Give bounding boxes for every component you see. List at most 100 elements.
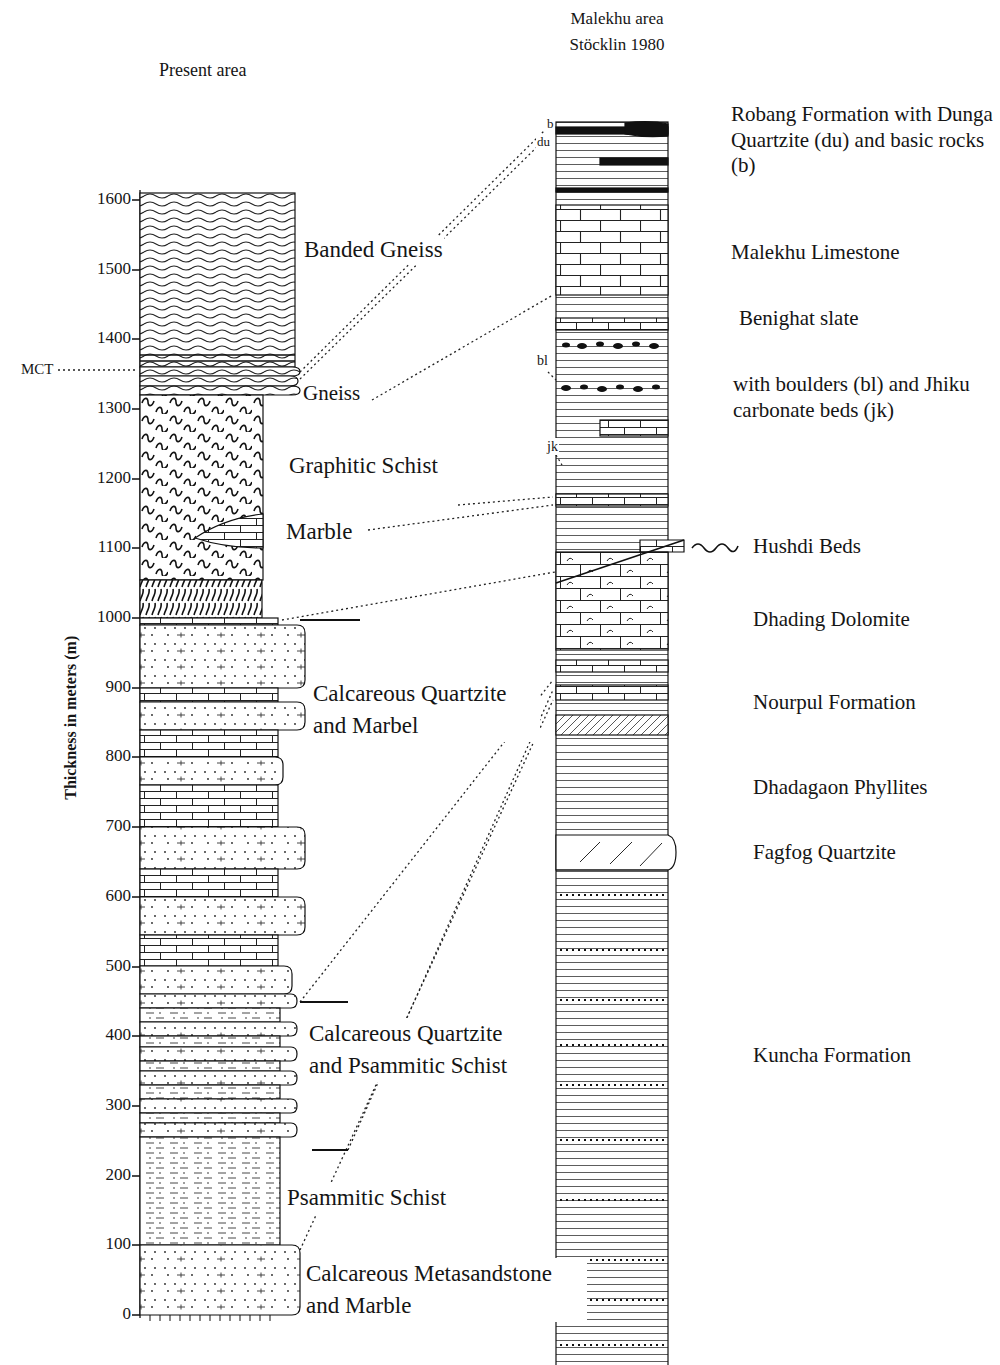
malekhu-column [556, 835, 676, 870]
malekhu-column [556, 122, 684, 1365]
axis-tick-label: 300 [70, 1095, 132, 1116]
unit-label: Gneiss [302, 381, 361, 407]
present-area-column [140, 935, 278, 966]
axis-tick-label: 1500 [70, 259, 132, 280]
correlation-lines [282, 572, 555, 620]
present-area-column [140, 1137, 280, 1245]
present-area-column [140, 1008, 280, 1022]
formation-label: Dhadagaon Phyllites [752, 775, 928, 801]
axis-tick-label: 0 [70, 1304, 132, 1325]
present-area-column [140, 1099, 297, 1113]
boundary-label: MCT [20, 360, 55, 378]
axis-tick-label: 500 [70, 956, 132, 977]
present-area-column [140, 625, 305, 688]
present-area-column [140, 395, 263, 580]
column-heading: Present area [158, 60, 247, 82]
unit-label: Psammitic Schist [286, 1182, 447, 1214]
boulder-marks [577, 343, 587, 349]
present-area-column [140, 193, 295, 367]
column-heading: Malekhu area Stöcklin 1980 [556, 6, 678, 59]
boulder-marks [561, 385, 571, 391]
malekhu-column [556, 685, 668, 700]
present-area-column [140, 688, 278, 702]
unit-label: Banded Gneiss [303, 236, 444, 264]
present-area-column [140, 1085, 280, 1099]
malekhu-column [556, 188, 668, 192]
axis-tick-label: 1400 [70, 328, 132, 349]
thickness-axis [132, 200, 140, 1315]
present-area-column [140, 1113, 280, 1123]
unit-abbreviation: du [536, 134, 551, 150]
boulder-marks [580, 385, 588, 390]
formation-label: Fagfog Quartzite [752, 840, 897, 866]
present-area-column [140, 994, 297, 1008]
malekhu-column [556, 660, 668, 672]
malekhu-column [556, 318, 668, 330]
present-area-column [195, 514, 263, 548]
present-area-column [140, 193, 305, 1315]
correlation-lines [300, 130, 545, 372]
formation-label: with boulders (bl) and Jhiku carbonate b… [732, 372, 996, 423]
axis-tick-label: 900 [70, 677, 132, 698]
boulder-marks [562, 343, 570, 348]
axis-tick-label: 200 [70, 1165, 132, 1186]
axis-tick-label: 1600 [70, 189, 132, 210]
malekhu-column [600, 420, 668, 436]
present-area-column [140, 827, 305, 869]
axis-tick-label: 400 [70, 1025, 132, 1046]
formation-label: Robang Formation with Dunga Quartzite (d… [730, 102, 994, 179]
present-area-column [140, 869, 278, 897]
hushdi-thrust [556, 540, 684, 583]
present-area-column [140, 785, 278, 827]
unit-label: Calcareous Metasandstone and Marble [305, 1258, 587, 1322]
axis-tick-label: 1200 [70, 468, 132, 489]
malekhu-column [556, 869, 668, 870]
malekhu-column [556, 552, 668, 650]
boulder-marks [616, 385, 624, 390]
malekhu-column [580, 842, 662, 866]
hushdi-thrust [556, 540, 738, 583]
correlation-lines [300, 700, 553, 1250]
present-area-column [140, 757, 283, 785]
unit-label: Marble [285, 518, 353, 546]
boulder-marks [613, 343, 623, 349]
malekhu-column [625, 122, 668, 137]
present-area-column [140, 386, 300, 395]
formation-label: Hushdi Beds [752, 534, 862, 560]
malekhu-column [556, 122, 668, 1365]
unit-label: Calcareous Quartzite and Marbel [312, 678, 540, 742]
present-area-column [140, 702, 305, 730]
boulder-marks [649, 343, 659, 349]
boulder-marks [597, 386, 607, 392]
boulder-marks [596, 342, 604, 347]
boulder-marks [652, 385, 660, 390]
correlation-lines [58, 369, 138, 370]
unit-abbreviation: bl [536, 352, 549, 369]
axis-tick-label: 800 [70, 746, 132, 767]
present-area-column [140, 367, 300, 376]
thickness-axis [150, 1315, 270, 1321]
malekhu-column [600, 158, 668, 165]
present-area-column [140, 730, 278, 757]
hushdi-thrust [692, 544, 738, 552]
formation-label: Malekhu Limestone [730, 240, 901, 266]
boulder-marks [632, 342, 640, 347]
unit-label: Graphitic Schist [288, 452, 439, 480]
formation-label: Kuncha Formation [752, 1043, 912, 1069]
correlation-lines [458, 497, 553, 505]
present-area-column [140, 897, 305, 935]
axis-tick-label: 1100 [70, 537, 132, 558]
present-area-column [140, 1047, 297, 1061]
unit-label: Calcareous Quartzite and Psammitic Schis… [308, 1018, 528, 1082]
present-area-column [140, 618, 278, 625]
formation-label: Nourpul Formation [752, 690, 917, 716]
present-area-column [140, 1071, 297, 1085]
boulder-marks [633, 386, 643, 392]
present-area-column [140, 355, 295, 361]
correlation-lines [368, 505, 553, 530]
boulder-marks [561, 342, 660, 393]
correlation-lines [300, 146, 538, 379]
axis-tick-label: 100 [70, 1234, 132, 1255]
unit-abbreviation: jk [546, 438, 559, 455]
